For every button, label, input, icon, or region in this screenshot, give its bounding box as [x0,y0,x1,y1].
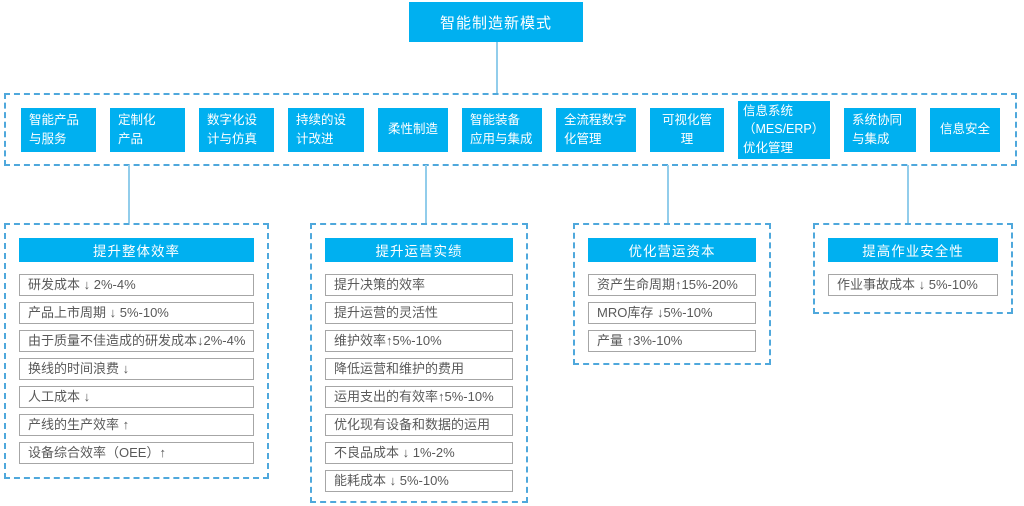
benefit-item: MRO库存 ↓5%-10% [588,302,756,324]
group-header-label: 提升运营实绩 [375,244,463,259]
benefit-item: 作业事故成本 ↓ 5%-10% [828,274,998,296]
capability-box-information-security: 信息安全 [930,107,1000,152]
group-header: 提升整体效率 [19,238,254,262]
capability-box-smart-products: 智能产品 与服务 [21,107,96,152]
benefit-item: 产量 ↑3%-10% [588,330,756,352]
benefit-item: 能耗成本 ↓ 5%-10% [325,470,513,492]
connector-band-to-group-3 [667,165,669,223]
benefit-item: 产线的生产效率 ↑ [19,414,254,436]
benefit-item: 产品上市周期 ↓ 5%-10% [19,302,254,324]
capability-box-information-system: 信息系统 （MES/ERP） 优化管理 [738,100,830,159]
group-working-capital: 优化营运资本 资产生命周期↑15%-20% MRO库存 ↓5%-10% 产量 ↑… [573,223,771,365]
capability-box-digital-design: 数字化设 计与仿真 [199,107,274,152]
benefit-item: 换线的时间浪费 ↓ [19,358,254,380]
capability-box-continuous-design: 持续的设 计改进 [288,107,364,152]
capability-band: 智能产品 与服务 定制化 产品 数字化设 计与仿真 持续的设 计改进 柔性制造 … [4,93,1017,166]
group-header: 提升运营实绩 [325,238,513,262]
group-overall-efficiency: 提升整体效率 研发成本 ↓ 2%-4% 产品上市周期 ↓ 5%-10% 由于质量… [4,223,269,479]
capability-box-full-process-digital: 全流程数字 化管理 [556,107,636,152]
benefit-item: 优化现有设备和数据的运用 [325,414,513,436]
benefit-item: 设备综合效率（OEE）↑ [19,442,254,464]
benefit-item: 维护效率↑5%-10% [325,330,513,352]
group-operation-safety: 提高作业安全性 作业事故成本 ↓ 5%-10% [813,223,1013,314]
benefit-item: 人工成本 ↓ [19,386,254,408]
diagram-title-node: 智能制造新模式 [409,2,583,42]
capability-box-customized-products: 定制化 产品 [110,107,185,152]
benefit-item: 由于质量不佳造成的研发成本↓2%-4% [19,330,254,352]
benefit-item: 提升决策的效率 [325,274,513,296]
group-header: 优化营运资本 [588,238,756,262]
capability-box-system-collaboration: 系统协同 与集成 [844,107,916,152]
benefit-item: 不良品成本 ↓ 1%-2% [325,442,513,464]
capability-box-flexible-manufacturing: 柔性制造 [378,107,448,152]
group-header: 提高作业安全性 [828,238,998,262]
connector-band-to-group-1 [128,165,130,223]
benefit-item: 运用支出的有效率↑5%-10% [325,386,513,408]
group-operating-performance: 提升运营实绩 提升决策的效率 提升运营的灵活性 维护效率↑5%-10% 降低运营… [310,223,528,503]
connector-band-to-group-4 [907,165,909,223]
connector-band-to-group-2 [425,165,427,223]
connector-title-to-band [496,42,498,93]
benefit-item: 降低运营和维护的费用 [325,358,513,380]
benefit-item: 资产生命周期↑15%-20% [588,274,756,296]
group-header-label: 提高作业安全性 [862,244,964,259]
benefit-item: 研发成本 ↓ 2%-4% [19,274,254,296]
capability-box-smart-equipment: 智能装备 应用与集成 [462,107,542,152]
benefit-item: 提升运营的灵活性 [325,302,513,324]
diagram-title-label: 智能制造新模式 [439,14,552,32]
group-header-label: 优化营运资本 [628,244,716,259]
group-header-label: 提升整体效率 [93,244,180,259]
capability-box-visual-management: 可视化管理 [650,107,724,152]
